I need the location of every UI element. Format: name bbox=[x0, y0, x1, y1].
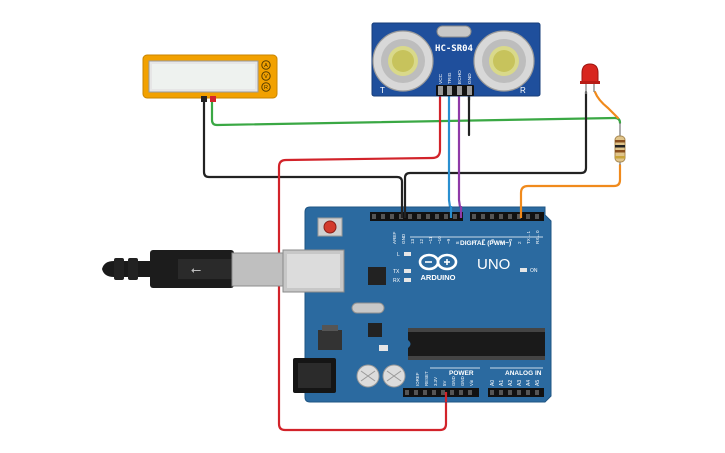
wire-black-multimeter[interactable] bbox=[202, 98, 404, 216]
wires bbox=[202, 90, 622, 432]
sensor-transmitter bbox=[372, 30, 434, 92]
resistor[interactable] bbox=[614, 123, 626, 165]
crystal-oscillator bbox=[351, 302, 385, 314]
multimeter[interactable]: A V R bbox=[142, 54, 278, 102]
wire-orange-pin[interactable] bbox=[519, 163, 622, 216]
arduino-logo-icon bbox=[418, 253, 458, 271]
on-label: ON bbox=[530, 268, 538, 274]
wire-red[interactable] bbox=[277, 94, 448, 432]
sensor-pin-vcc: VCC bbox=[438, 73, 444, 84]
analog-header[interactable] bbox=[488, 388, 544, 397]
multimeter-button-a[interactable]: A bbox=[264, 63, 268, 69]
pin-label-aref: AREF bbox=[392, 232, 397, 244]
pin-label-4: 4 bbox=[499, 241, 504, 244]
pin-label-a0: A0 bbox=[490, 380, 496, 386]
sensor-pin-labels: VCC TRIG ECHO GND bbox=[438, 70, 473, 84]
wire-black-led[interactable] bbox=[403, 90, 588, 216]
pin-label-a2: A2 bbox=[508, 380, 514, 386]
pin-label-3: ~3 bbox=[508, 238, 513, 244]
pin-label-8: 8 bbox=[455, 241, 460, 244]
arduino-brand: ARDUINO bbox=[421, 273, 456, 282]
capacitors bbox=[356, 364, 406, 388]
sensor-model-label: HC-SR04 bbox=[435, 44, 474, 54]
arduino-model: UNO bbox=[477, 256, 510, 273]
wire-green[interactable] bbox=[210, 98, 622, 127]
sensor-crystal bbox=[436, 25, 472, 38]
bottom-header-pins bbox=[405, 390, 539, 395]
pin-label-9: ~9 bbox=[446, 238, 451, 244]
pin-label-reset: RESET bbox=[424, 371, 429, 386]
multimeter-button-r[interactable]: R bbox=[264, 85, 268, 91]
pin-label-3v3: 3.3V bbox=[433, 377, 438, 386]
pin-label-a1: A1 bbox=[499, 380, 505, 386]
atmega-chip bbox=[408, 328, 545, 360]
pin-label-gnd: GND bbox=[401, 233, 406, 244]
pin-label-10: ~10 bbox=[437, 236, 442, 244]
led-tx-label: TX bbox=[393, 269, 400, 275]
led-rx-label: RX bbox=[393, 278, 401, 284]
sensor-corner-r: R bbox=[520, 86, 526, 95]
pin-label-a4: A4 bbox=[526, 380, 532, 386]
voltage-regulator bbox=[318, 330, 342, 350]
red-led[interactable] bbox=[580, 63, 600, 94]
small-chip bbox=[368, 323, 382, 337]
pin-label-gnd1: GND bbox=[451, 376, 456, 386]
sensor-header[interactable] bbox=[436, 85, 474, 96]
wire-purple[interactable] bbox=[457, 94, 463, 216]
pin-label-5: ~5 bbox=[490, 238, 495, 244]
sensor-pin-gnd: GND bbox=[467, 73, 473, 84]
usb-cable[interactable]: ⭠ bbox=[102, 250, 308, 288]
multimeter-button-v[interactable]: V bbox=[264, 74, 268, 80]
digital-header-pins bbox=[372, 214, 539, 219]
sensor-corner-t: T bbox=[380, 86, 385, 95]
pin-label-12: 12 bbox=[419, 238, 424, 244]
multimeter-probe-black[interactable] bbox=[201, 96, 207, 102]
pin-label-vin: Vin bbox=[469, 379, 474, 386]
wire-orange-led[interactable] bbox=[593, 90, 620, 120]
pin-label-6: ~6 bbox=[481, 238, 486, 244]
pin-label-5v: 5V bbox=[442, 381, 447, 386]
reset-button[interactable] bbox=[317, 217, 343, 237]
pin-label-a5: A5 bbox=[535, 380, 541, 386]
pin-label-2: 2 bbox=[517, 241, 522, 244]
ultrasonic-sensor[interactable]: HC-SR04 T R VCC TRIG ECHO GND bbox=[371, 22, 541, 97]
analog-label: ANALOG IN bbox=[505, 370, 542, 377]
power-pin-labels: IOREF RESET 3.3V 5V GND GND Vin bbox=[415, 371, 474, 386]
sensor-receiver bbox=[473, 30, 535, 92]
usb-symbol-icon: ⭠ bbox=[191, 262, 201, 277]
wire-blue[interactable] bbox=[447, 94, 453, 216]
analog-pin-labels: A0 A1 A2 A3 A4 A5 bbox=[490, 380, 541, 386]
led-l-label: L bbox=[397, 252, 400, 258]
digital-header[interactable] bbox=[370, 212, 544, 221]
pin-label-gnd2: GND bbox=[460, 376, 465, 386]
pin-label-13: 13 bbox=[410, 238, 415, 244]
status-leds: L TX RX ON bbox=[393, 252, 538, 284]
power-label: POWER bbox=[449, 370, 474, 377]
pin-label-a3: A3 bbox=[517, 380, 523, 386]
sensor-pin-echo: ECHO bbox=[457, 70, 463, 84]
multimeter-mode-buttons[interactable]: A V R bbox=[261, 60, 271, 92]
pin-label-7: 7 bbox=[472, 241, 477, 244]
digital-label: DIGITAL (PWM~) bbox=[460, 240, 511, 247]
pin-label-ioref: IOREF bbox=[415, 372, 420, 386]
arduino-uno[interactable]: AREF GND 13 12 ~11 ~10 ~9 8 7 ~6 ~5 4 ~3… bbox=[282, 206, 552, 403]
usb-chip bbox=[368, 267, 386, 285]
sensor-pin-trig: TRIG bbox=[447, 72, 453, 84]
wire-endpoints bbox=[400, 206, 523, 402]
pin-label-11: ~11 bbox=[428, 236, 433, 244]
multimeter-probe-red[interactable] bbox=[210, 96, 216, 102]
